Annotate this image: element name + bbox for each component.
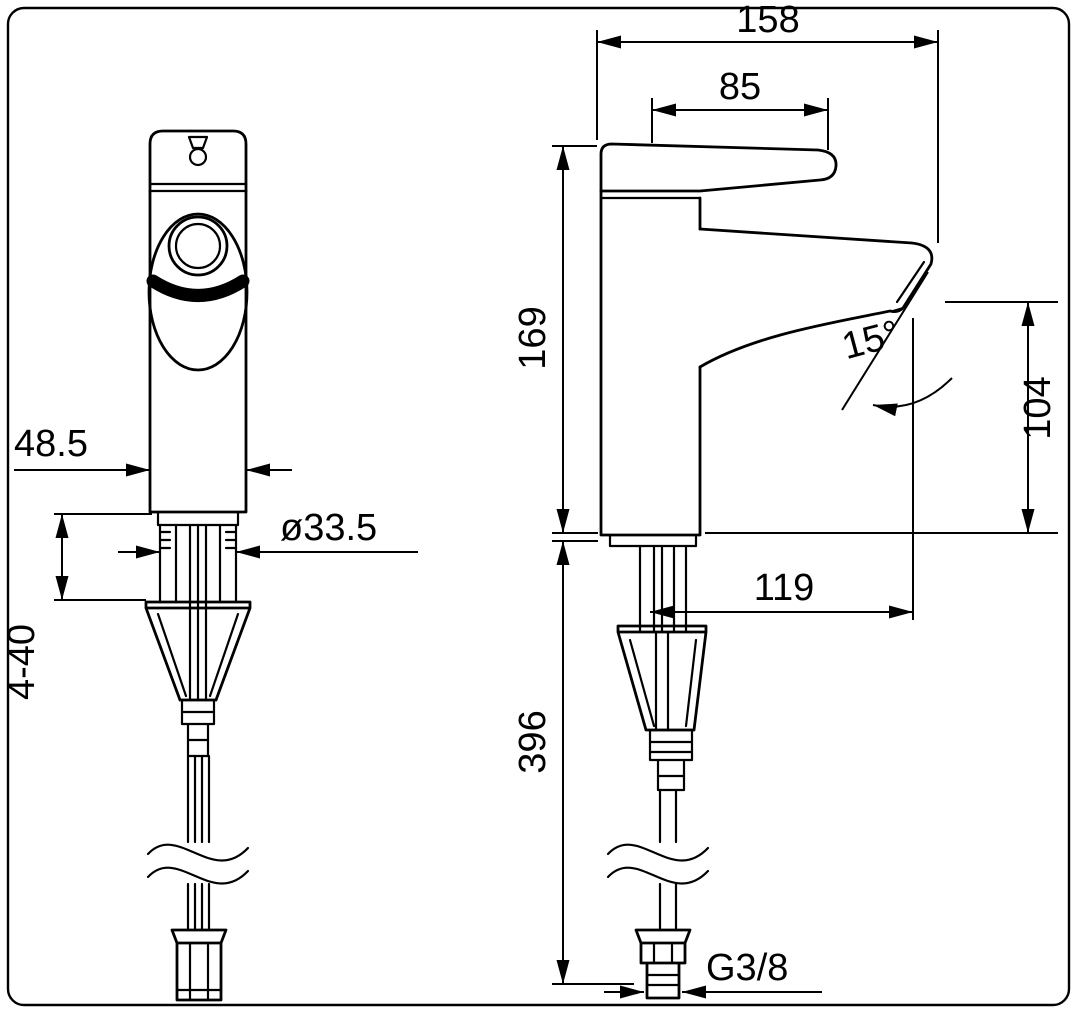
mounting-nut-stack (180, 698, 216, 758)
faucet-head-outline (148, 129, 248, 193)
dimension-spout-reach: 119 (650, 318, 914, 620)
shank-side-lines (638, 544, 688, 634)
mounting-shank-edges (158, 523, 238, 604)
base-flange-side (608, 533, 698, 548)
dimension-label-85: 85 (719, 66, 761, 108)
base-flange (156, 510, 240, 527)
dimension-label-396: 396 (512, 710, 554, 773)
dimension-label-104: 104 (1017, 376, 1059, 439)
cone-side-internal-lines (628, 630, 698, 732)
dimension-outlet-height: 104 (705, 301, 1059, 534)
mounting-cone-side (616, 624, 708, 732)
dimension-label-4-40: 4-40 (1, 624, 43, 700)
angle-reference-line (841, 271, 929, 411)
dimension-label-119: 119 (754, 567, 815, 609)
break-wave-symbol-side (606, 843, 710, 885)
shank-thread-ticks (158, 530, 238, 550)
break-wave-symbol (146, 843, 250, 885)
dimension-label-158: 158 (736, 0, 799, 41)
dimension-handle-length: 85 (651, 66, 829, 150)
supply-hose-side (658, 788, 678, 932)
lever-screw-detail (187, 135, 209, 150)
hose-and-rod-lines (174, 523, 222, 702)
dimension-label-48-5: 48.5 (14, 423, 88, 465)
g38-connector (634, 928, 692, 1000)
handle-knob-outer (167, 215, 229, 277)
dimension-label-169: 169 (512, 306, 554, 369)
hose-end-connector (170, 928, 228, 1002)
dimension-thread-size: G3/8 (604, 947, 822, 999)
handle-loop-outline (147, 212, 249, 372)
dimension-body-width: 48.5 (14, 423, 292, 477)
connector-facets (175, 941, 223, 1002)
dimension-label-15deg: 15° (838, 313, 904, 368)
dimension-mounting-range: 4-40 (1, 513, 152, 700)
side-view (599, 142, 934, 1000)
dimension-label-diameter-33-5: ø33.5 (280, 507, 377, 549)
supply-hoses (186, 754, 211, 932)
g38-connector-facets (645, 941, 681, 987)
mounting-cone (144, 600, 252, 702)
head-body-joint-lines (148, 182, 248, 193)
angle-arc (872, 377, 953, 417)
body-side-outline (599, 189, 702, 537)
dimension-annotations: 158 85 169 396 104 (1, 0, 1059, 999)
dimension-shank-diameter: ø33.5 (118, 507, 418, 559)
handle-shadow-band (146, 274, 250, 302)
lever-handle-outline (599, 142, 838, 193)
dimension-spout-angle: 15° (838, 271, 953, 417)
dimension-overall-depth: 158 (596, 0, 939, 243)
faucet-body-outline (148, 189, 248, 514)
aerator-detail (891, 260, 926, 313)
drawing-border (6, 6, 1071, 1007)
handle-knob-inner (174, 222, 222, 270)
dimension-hose-length: 396 (512, 540, 634, 985)
cone-internal-lines (156, 612, 240, 698)
mounting-nut-stack-side (648, 728, 694, 792)
dimension-body-height: 169 (512, 145, 598, 534)
dimension-label-g38: G3/8 (706, 947, 788, 989)
front-view (144, 129, 252, 1002)
lever-screw-circle (188, 147, 208, 167)
